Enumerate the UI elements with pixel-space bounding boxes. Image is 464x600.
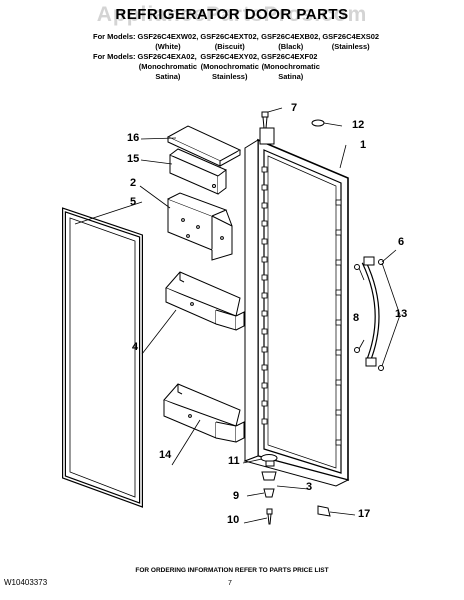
hinge-parts bbox=[260, 111, 331, 525]
callout-16: 16 bbox=[127, 132, 140, 144]
model-color: (Monochromatic bbox=[200, 62, 259, 71]
callout-7: 7 bbox=[291, 102, 298, 114]
door-shelf-bin bbox=[165, 271, 245, 331]
model-color: (Monochromatic bbox=[138, 62, 198, 71]
model-color: Satina) bbox=[155, 72, 181, 81]
callout-13: 13 bbox=[395, 308, 408, 320]
door-gasket bbox=[62, 207, 143, 508]
callout-8: 8 bbox=[353, 312, 360, 324]
callout-4: 4 bbox=[132, 341, 139, 353]
callout-5: 5 bbox=[130, 196, 137, 208]
callout-14: 14 bbox=[159, 449, 172, 461]
models-prefix: For Models: bbox=[93, 52, 136, 61]
watermark: AppliancePartsPros.com bbox=[96, 3, 368, 26]
model-number: GSF26C4EXA02, bbox=[137, 52, 197, 61]
door-top-cap bbox=[166, 125, 242, 167]
callout-12: 12 bbox=[352, 119, 365, 131]
callout-3: 3 bbox=[306, 481, 313, 493]
callout-6: 6 bbox=[398, 236, 405, 248]
model-number: GSF26C4EXB02, bbox=[261, 32, 321, 41]
model-color: (Biscuit) bbox=[214, 42, 245, 51]
dairy-compartment bbox=[169, 148, 227, 195]
leader-lines bbox=[74, 107, 401, 524]
callout-17: 17 bbox=[358, 508, 371, 520]
model-color: Stainless) bbox=[212, 72, 248, 81]
door-handle bbox=[354, 256, 384, 371]
callout-15: 15 bbox=[127, 153, 140, 165]
model-number: GSF26C4EXT02, bbox=[200, 32, 259, 41]
callout-10: 10 bbox=[227, 514, 240, 526]
model-number: GSF26C4EXY02, bbox=[200, 52, 260, 61]
model-list: For Models: GSF26C4EXW02, GSF26C4EXT02, … bbox=[92, 32, 380, 82]
models-prefix: For Models: bbox=[93, 32, 136, 41]
callout-11: 11 bbox=[228, 455, 240, 467]
model-number: GSF26C4EXW02, bbox=[137, 32, 199, 41]
ordering-info: FOR ORDERING INFORMATION REFER TO PARTS … bbox=[135, 567, 329, 574]
document-number: W10403373 bbox=[4, 578, 48, 587]
model-number: GSF26C4EXF02 bbox=[261, 52, 318, 61]
model-color: (White) bbox=[155, 42, 181, 51]
model-number: GSF26C4EXS02 bbox=[322, 32, 380, 41]
model-color: (Monochromatic bbox=[261, 62, 320, 71]
callout-2: 2 bbox=[130, 177, 137, 189]
model-color: Satina) bbox=[278, 72, 304, 81]
door-dimples bbox=[261, 166, 342, 446]
model-color: (Stainless) bbox=[331, 42, 370, 51]
page-number: 7 bbox=[228, 580, 232, 587]
page-title: REFRIGERATOR DOOR PARTS bbox=[115, 6, 349, 23]
dairy-bin bbox=[167, 192, 233, 261]
callout-1: 1 bbox=[360, 139, 367, 151]
door-panel bbox=[243, 127, 350, 487]
door-shelf-bin-lower bbox=[163, 383, 245, 443]
model-color: (Black) bbox=[278, 42, 304, 51]
callout-9: 9 bbox=[233, 490, 240, 502]
